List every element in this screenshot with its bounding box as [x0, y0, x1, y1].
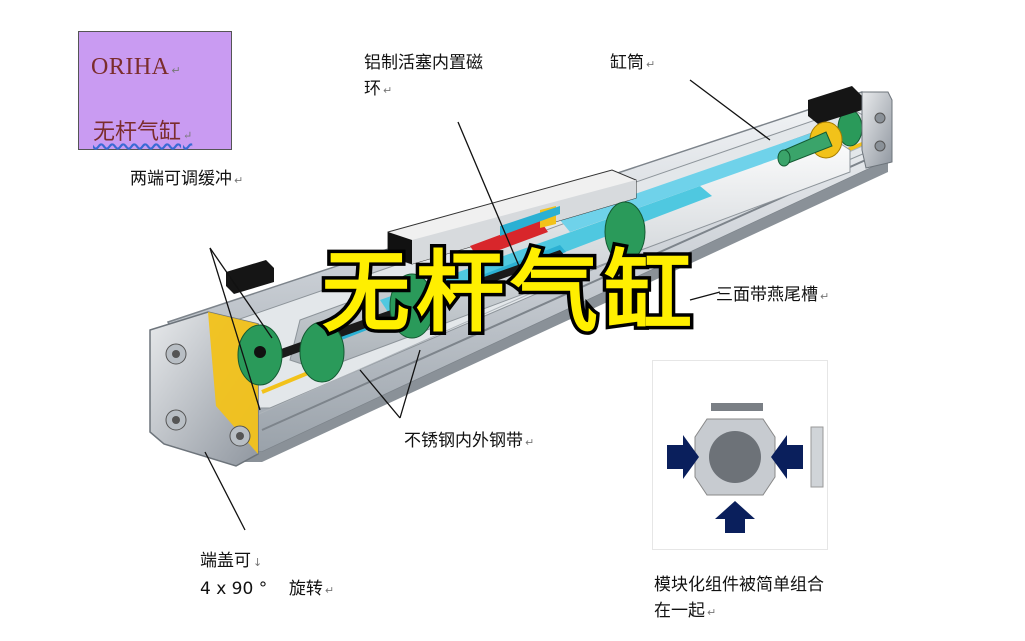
brand-name-cn: 无杆气缸↵: [93, 120, 193, 145]
piston-carriage: [387, 169, 637, 265]
arrow-right-icon: [667, 435, 699, 479]
label-aluminum-piston: 铝制活塞内置磁 环↵: [364, 53, 483, 99]
label-dovetail-grooves: 三面带燕尾槽↵: [716, 285, 830, 305]
arrow-up-icon: [715, 501, 755, 533]
leader-lines: [204, 79, 771, 531]
brand-name-en: ORIHA↵: [91, 54, 182, 80]
piston-green-parts: [299, 109, 863, 383]
label-barrel: 缸筒↵: [610, 53, 656, 73]
label-end-cap-rotation: 端盖可↓ 4 x 90 ° 旋转↵: [200, 551, 335, 599]
module-inset: [652, 360, 828, 550]
module-diagram: [667, 403, 824, 533]
label-modular-components: 模块化组件被简单组合 在一起↵: [654, 575, 824, 621]
label-adjustable-buffer: 两端可调缓冲↵: [130, 169, 244, 189]
overlay-title: 无杆气缸: [318, 238, 698, 348]
right-end-assembly: [777, 86, 893, 169]
module-side-part: [810, 426, 824, 488]
module-top-bar: [711, 403, 763, 411]
left-end-cap: [149, 260, 283, 467]
brand-box: ORIHA↵ 无杆气缸↵: [78, 31, 232, 150]
module-center-disc: [709, 431, 761, 483]
arrow-left-icon: [771, 435, 803, 479]
label-steel-band: 不锈钢内外钢带↵: [404, 431, 535, 451]
